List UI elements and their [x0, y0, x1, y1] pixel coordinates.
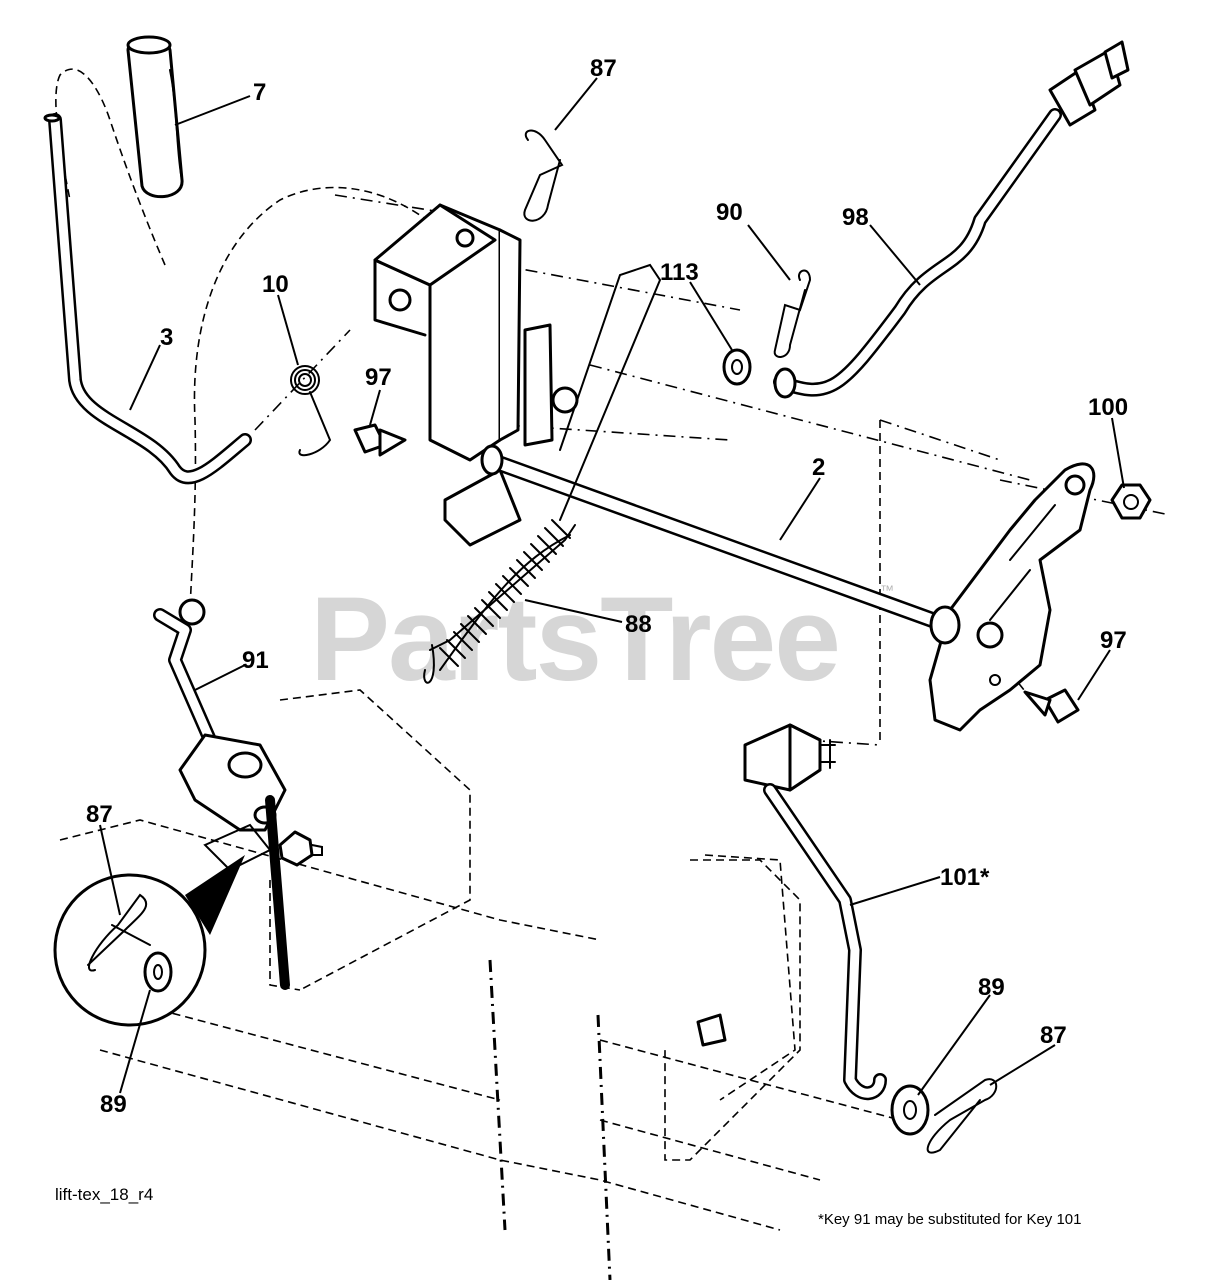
bolt-part-97-right	[1023, 688, 1080, 724]
lift-link-part-91	[153, 598, 323, 990]
watermark-trademark: ™	[880, 582, 894, 598]
callout-97-upper: 97	[365, 364, 392, 391]
mower-deck-outline	[59, 689, 901, 1280]
callout-89-left: 89	[100, 1091, 127, 1118]
callout-87-top: 87	[590, 55, 617, 82]
lift-handle-rod-part-3	[43, 113, 252, 485]
callout-91: 91	[242, 647, 269, 674]
leader-lines	[99, 77, 1125, 1096]
adjust-rod-part-98	[773, 40, 1130, 399]
callout-90: 90	[716, 199, 743, 226]
right-lift-arm	[928, 462, 1096, 732]
lift-link-part-101	[743, 723, 887, 1101]
washer-part-89-right	[890, 1084, 930, 1136]
callout-87-right: 87	[1040, 1022, 1067, 1049]
callout-101: 101*	[940, 864, 990, 891]
extension-spring-part-88	[423, 263, 662, 684]
detail-inset	[53, 855, 245, 1027]
washer-part-113	[722, 348, 752, 386]
hairpin-clip-part-90	[773, 269, 812, 358]
nut-part-100	[1110, 483, 1152, 520]
hairpin-clip-part-87-top	[523, 129, 564, 222]
partstree-watermark: PartsTree ™	[310, 572, 894, 706]
callout-7: 7	[253, 79, 266, 106]
drawing-id: lift-tex_18_r4	[55, 1185, 154, 1204]
callout-100: 100	[1088, 394, 1128, 421]
callout-88: 88	[625, 611, 652, 638]
lift-shaft-part-2	[480, 444, 968, 638]
callout-2: 2	[812, 454, 825, 481]
torsion-spring-part-10	[290, 365, 332, 457]
right-deck-bracket	[696, 854, 796, 1101]
spring-coil-lines	[439, 519, 571, 667]
callout-labels: 7 87 90 98 113 10 3 97 100 2 88 97 91 87…	[86, 55, 1128, 1118]
callout-87-left: 87	[86, 801, 113, 828]
callout-98: 98	[842, 204, 869, 231]
substitution-footnote: *Key 91 may be substituted for Key 101	[818, 1211, 1082, 1228]
callout-3: 3	[160, 324, 173, 351]
mounting-bracket	[373, 203, 579, 547]
hairpin-clip-part-87-right	[926, 1078, 998, 1154]
bolt-part-97-upper	[353, 423, 407, 457]
callout-10: 10	[262, 271, 289, 298]
callout-97-right: 97	[1100, 627, 1127, 654]
callout-89-right: 89	[978, 974, 1005, 1001]
callout-113: 113	[660, 259, 699, 286]
watermark-text: PartsTree	[310, 572, 839, 706]
handle-grip-part-7	[126, 35, 184, 199]
